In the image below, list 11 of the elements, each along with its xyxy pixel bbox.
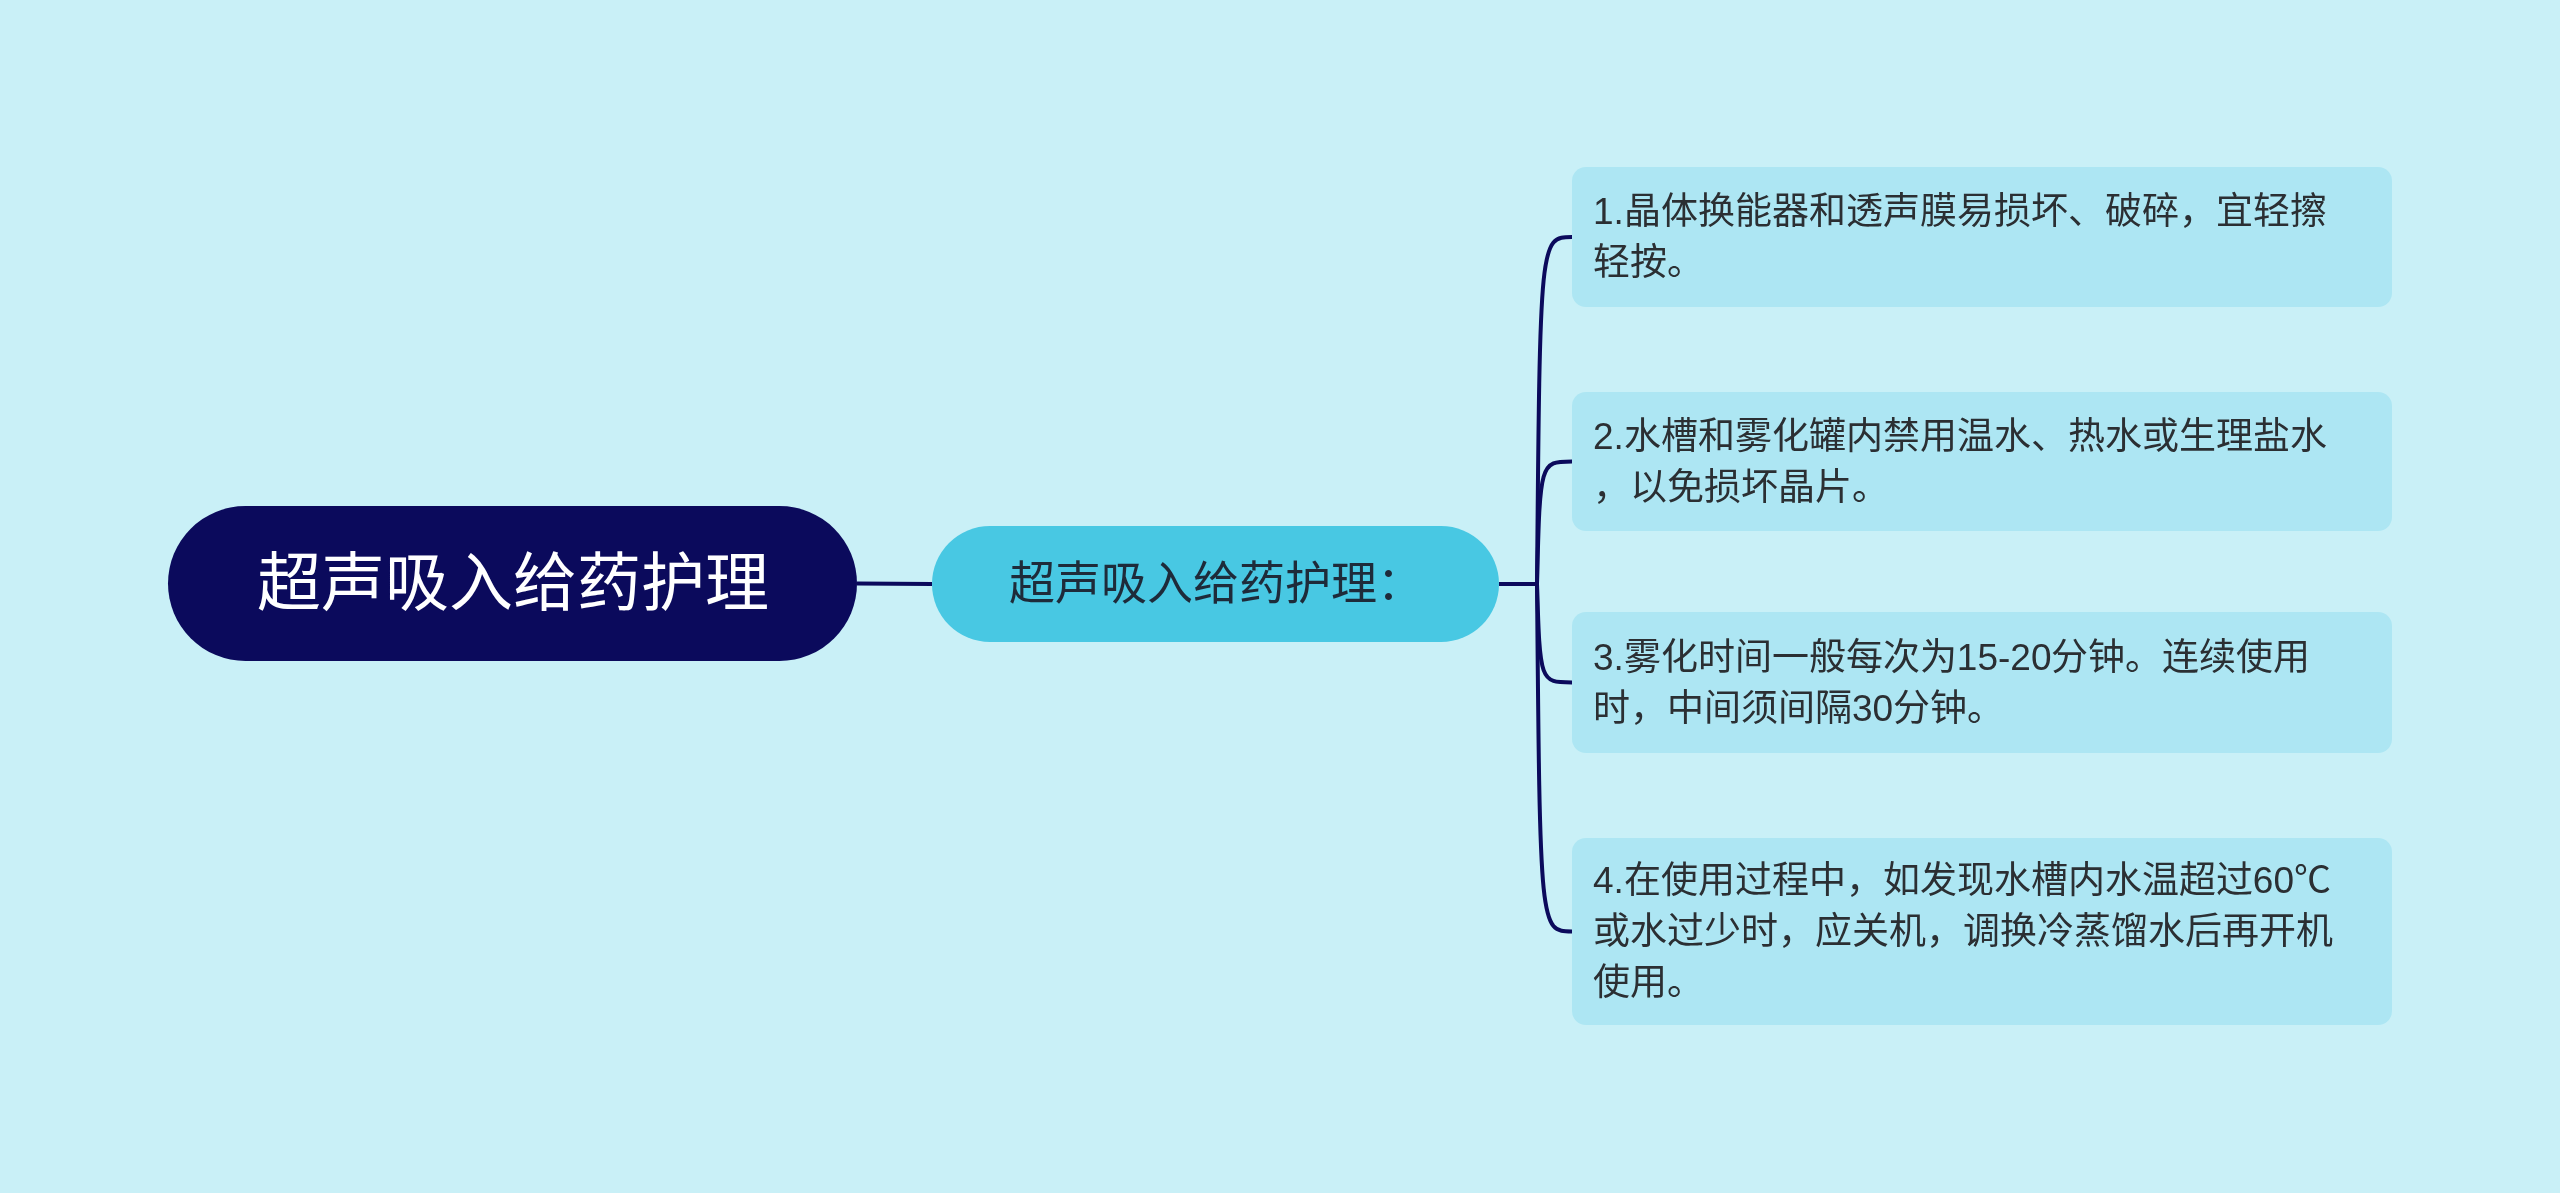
note-text: 4.在使用过程中，如发现水槽内水温超过60℃或水过少时，应关机，调换冷蒸馏水后再开机使用。 (1593, 859, 2334, 1005)
topic-label: 超声吸入给药护理 (256, 544, 769, 622)
subtopic-label: 超声吸入给药护理： (1008, 555, 1423, 613)
note-box (1572, 838, 2392, 1025)
connector-line (857, 581, 932, 586)
note-text: 1.晶体换能器和透声膜易损坏、破碎，宜轻擦轻按。 (1593, 190, 2328, 285)
note-text: 3.雾化时间一般每次为15-20分钟。连续使用时，中间须间隔30分钟。 (1593, 635, 2312, 731)
note-text: 2.水槽和雾化罐内禁用温水、热水或生理盐水，以免损坏晶片。 (1593, 414, 2328, 510)
note-box (1572, 392, 2392, 531)
note-box (1572, 167, 2392, 307)
note-box (1572, 612, 2392, 753)
